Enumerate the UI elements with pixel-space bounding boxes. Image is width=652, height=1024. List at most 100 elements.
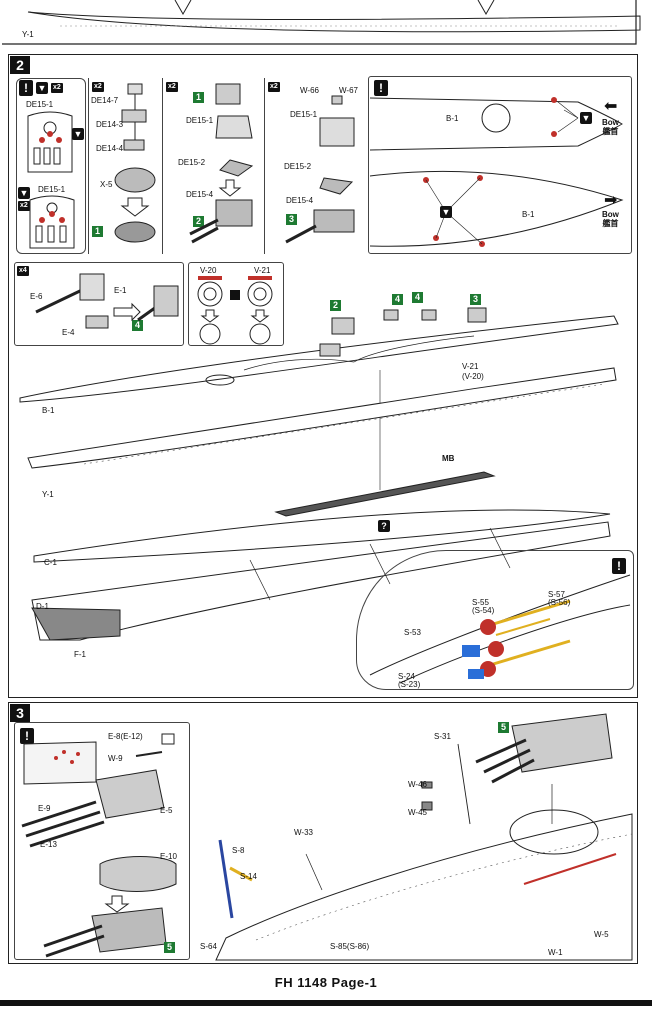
- subassembly-1-badge: 1: [92, 226, 103, 237]
- subassembly-3-place: 3: [470, 294, 481, 305]
- label-w67: W-67: [339, 86, 358, 95]
- label-w9: W-9: [108, 754, 123, 763]
- subassembly-2-badge: 2: [193, 216, 204, 227]
- warning-icon: !: [19, 80, 33, 96]
- question-icon: ?: [378, 520, 390, 532]
- subassembly-1-ref: 1: [193, 92, 204, 103]
- subassembly-5-place: 5: [498, 722, 509, 733]
- glue-icon-b: ▼: [72, 128, 84, 140]
- bow-jp-a: 艦首: [602, 127, 619, 136]
- label-c1: C-1: [44, 558, 57, 567]
- subassembly-4-place-b: 4: [412, 292, 423, 303]
- label-s85: S-85(S-86): [330, 942, 370, 951]
- label-de15-4-a: DE15-4: [186, 190, 214, 199]
- label-e10: E-10: [160, 852, 177, 861]
- subassembly-4-place: 4: [392, 294, 403, 305]
- turret-assembly-drawing-c: [285, 95, 355, 244]
- label-s55: S-55: [472, 598, 489, 607]
- warning-box-de15: [16, 78, 86, 254]
- label-s54: (S-54): [472, 606, 495, 615]
- qty-badge-d: x2: [166, 82, 178, 92]
- turret-base-drawing-a: [27, 111, 73, 173]
- top-hull-drawing: [2, 0, 641, 45]
- deck-plan-box: [368, 76, 632, 254]
- label-s57: S-57: [548, 590, 565, 599]
- label-e8: E-8(E-12): [108, 732, 143, 741]
- label-y1: Y-1: [22, 30, 34, 39]
- gun-detail-drawing: [35, 273, 179, 329]
- qty-badge-c: x2: [92, 82, 104, 92]
- glue-icon: ▼: [36, 82, 48, 94]
- gun-detail-box: [14, 262, 184, 346]
- bow-text-b: Bow: [602, 210, 619, 219]
- step-3-frame: [8, 702, 638, 964]
- turret-box-b: [162, 78, 262, 254]
- step-2-frame: [8, 54, 638, 698]
- subassembly-5-badge: 5: [164, 942, 175, 953]
- label-b1-hull: B-1: [42, 406, 55, 415]
- warning-icon-c: !: [612, 558, 626, 574]
- label-v20-hull: (V-20): [462, 372, 484, 381]
- label-de15-1-b: DE15-1: [38, 185, 66, 194]
- label-b1-top: B-1: [446, 114, 459, 123]
- footer-bar: [0, 1000, 652, 1006]
- label-s8: S-8: [232, 846, 245, 855]
- label-s56: (S-56): [548, 598, 571, 607]
- label-s53: S-53: [404, 628, 421, 637]
- label-w33: W-33: [294, 828, 313, 837]
- label-x5: X-5: [100, 180, 113, 189]
- bow-deck-drawing: [215, 713, 633, 961]
- bow-label-a: Bow 艦首: [602, 118, 619, 136]
- page-footer: FH 1148 Page-1: [274, 975, 378, 990]
- label-v21: V-21: [254, 266, 271, 275]
- subassembly-4-badge: 4: [132, 320, 143, 331]
- label-d1: D-1: [36, 602, 49, 611]
- turret-box-a: [88, 78, 160, 254]
- subassembly-2-place: 2: [330, 300, 341, 311]
- lower-hull-drawing: [31, 521, 611, 641]
- glue-icon-d: ▼: [580, 112, 592, 124]
- label-y1-hull: Y-1: [42, 490, 54, 499]
- qty-badge-e: x2: [268, 82, 280, 92]
- hull-exploded-drawing: [19, 307, 619, 563]
- subassembly-3-badge: 3: [286, 214, 297, 225]
- v-parts-box: [188, 262, 284, 346]
- label-w66: W-66: [300, 86, 319, 95]
- label-de15-2-b: DE15-2: [284, 162, 312, 171]
- label-de14-7: DE14-7: [91, 96, 119, 105]
- label-de15-1-c: DE15-1: [186, 116, 214, 125]
- label-w1: W-1: [548, 948, 563, 957]
- label-e1: E-1: [114, 286, 127, 295]
- bow-jp-b: 艦首: [602, 219, 619, 228]
- turret-parts-drawing-a: [114, 83, 156, 243]
- glue-icon-e: ▼: [440, 206, 452, 218]
- label-de14-4: DE14-4: [96, 144, 124, 153]
- deck-plan-drawing: [369, 97, 624, 247]
- label-de15-1-d: DE15-1: [290, 110, 318, 119]
- warning-icon-b: !: [374, 80, 388, 96]
- label-f1: F-1: [74, 650, 86, 659]
- qty-badge-x4: x4: [17, 266, 29, 276]
- propeller-detail-drawing: [369, 574, 631, 684]
- label-v20: V-20: [200, 266, 217, 275]
- turret-box-c: [264, 78, 366, 254]
- label-s24: S-24: [398, 672, 415, 681]
- step-2-number: 2: [10, 56, 30, 74]
- label-e6: E-6: [30, 292, 43, 301]
- label-v21-hull: V-21: [462, 362, 479, 371]
- label-s23: (S-23): [398, 680, 421, 689]
- warning-icon-d: !: [20, 728, 34, 744]
- bow-text-a: Bow: [602, 118, 619, 127]
- label-de15-1-a: DE15-1: [26, 100, 54, 109]
- v-parts-drawing: [197, 276, 273, 345]
- label-e4: E-4: [62, 328, 75, 337]
- bow-arrow-icon-b: ➡: [604, 192, 618, 209]
- label-de14-3: DE14-3: [96, 120, 124, 129]
- bow-label-b: Bow 艦首: [602, 210, 619, 228]
- label-s31: S-31: [434, 732, 451, 741]
- step-3-number: 3: [10, 704, 30, 722]
- label-w45: W-45: [408, 808, 427, 817]
- qty-badge-b: x2: [18, 201, 30, 211]
- glue-icon-c: ▼: [18, 187, 30, 199]
- label-w5: W-5: [594, 930, 609, 939]
